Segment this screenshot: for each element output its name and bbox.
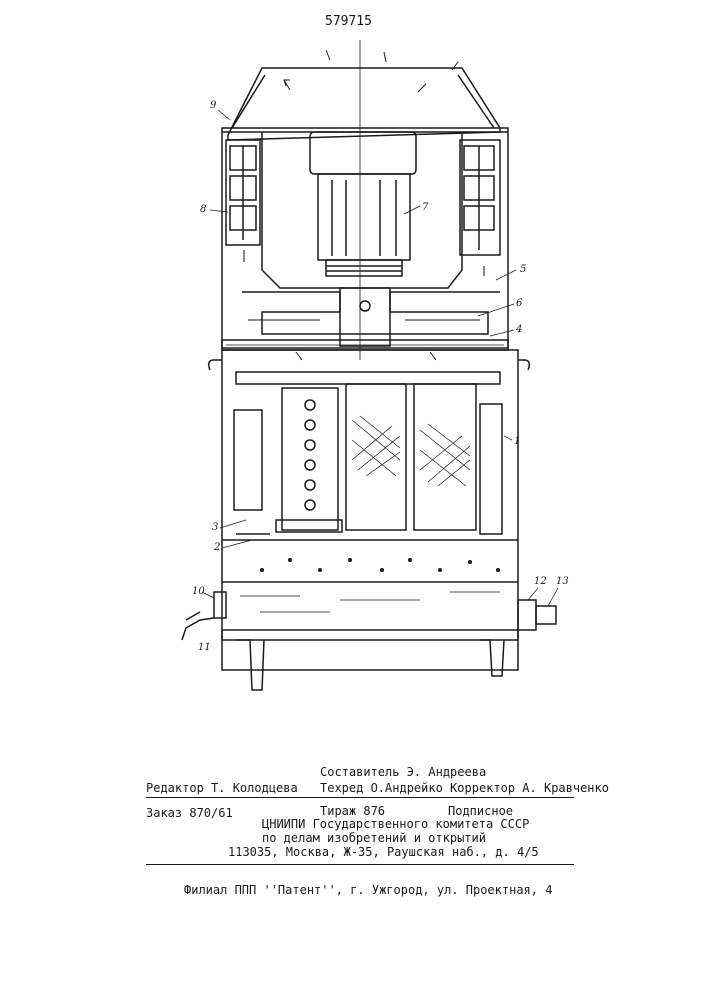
divider-2 xyxy=(146,864,574,865)
leg-left xyxy=(236,640,264,690)
order: Заказ 870/61 xyxy=(146,806,233,820)
tank-bottom xyxy=(222,630,518,640)
side-channel-left xyxy=(234,410,262,510)
plug-13 xyxy=(536,606,556,624)
mesh-cartridge-right xyxy=(414,384,476,530)
editor: Редактор Т. Колодцева xyxy=(146,781,298,795)
motor-cap xyxy=(310,132,416,174)
circulation: Тираж 876 xyxy=(320,804,385,818)
perforations xyxy=(305,400,315,510)
tap-11 xyxy=(182,612,214,640)
left-filter-stack xyxy=(226,140,260,245)
drops xyxy=(260,558,500,572)
organization-line-2: по делам изобретений и открытий xyxy=(262,831,486,845)
hood xyxy=(228,68,500,140)
side-channel-right xyxy=(480,404,502,534)
valve-10 xyxy=(214,592,226,618)
right-filter-stack xyxy=(460,140,500,255)
upper-housing xyxy=(222,128,508,348)
subscription: Подписное xyxy=(448,804,513,818)
apparatus-drawing xyxy=(0,0,707,720)
filter-frame-top xyxy=(236,372,500,384)
branch-address: Филиал ППП ''Патент'', г. Ужгород, ул. П… xyxy=(184,883,552,897)
address: 113035, Москва, Ж-35, Раушская наб., д. … xyxy=(228,845,539,859)
divider-1 xyxy=(146,797,574,798)
organization-line-1: ЦНИИПИ Государственного комитета СССР xyxy=(262,817,529,831)
fan-housing xyxy=(242,292,500,334)
techred-corrector: Техред О.Андрейко Корректор А. Кравченко xyxy=(320,781,609,795)
lower-housing xyxy=(222,350,518,670)
compiler: Составитель Э. Андреева xyxy=(320,765,486,779)
plug-12 xyxy=(518,600,536,630)
